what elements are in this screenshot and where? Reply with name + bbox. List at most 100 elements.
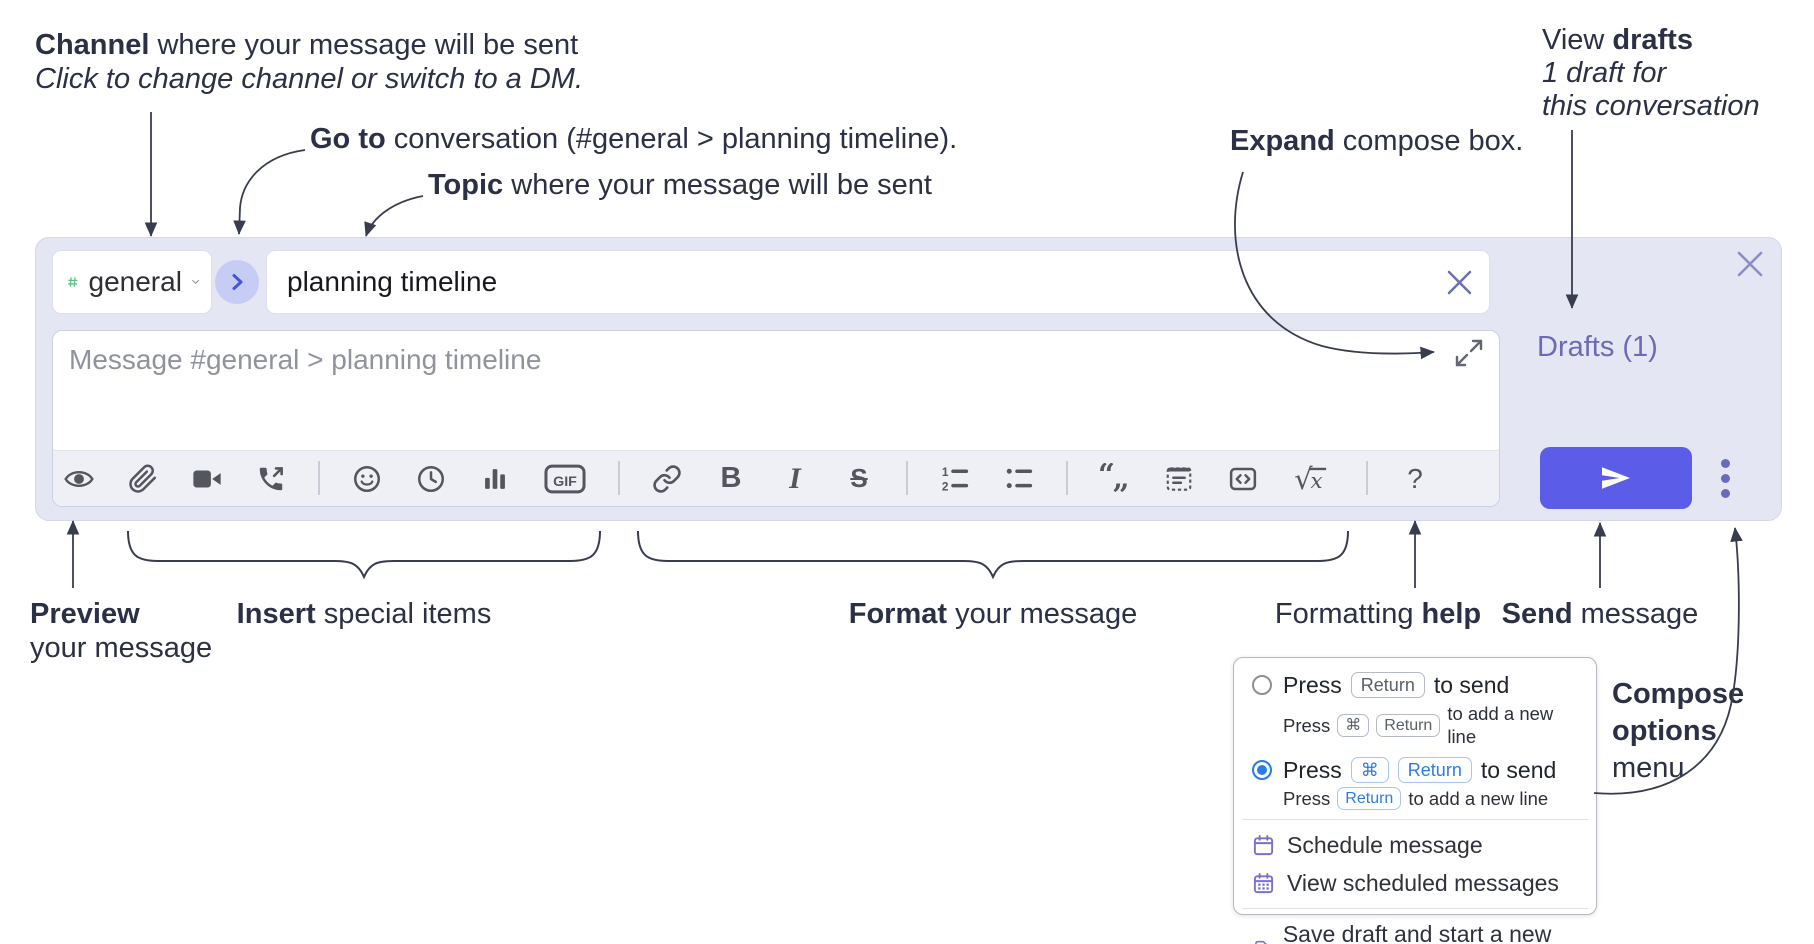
connector-goto-arrow [233,149,306,235]
dot [1720,474,1730,483]
option2-press: Press [1283,757,1342,783]
annotation-preview-line2: your message [30,632,213,664]
annotation-help-pre: Formatting [1274,598,1422,630]
spoiler-icon [1166,466,1192,491]
annotation-topic-rest: where your message will be sent [503,169,932,201]
option1-sub-press: Press [1283,714,1331,736]
annotation-expand: Expand compose box. [1230,124,1523,158]
annotation-send-bold: Send [1501,598,1573,630]
close-compose-button[interactable] [1732,246,1768,282]
quote-button[interactable]: “ „ [1098,451,1132,506]
spoiler-button[interactable] [1162,451,1196,506]
code-button[interactable] [1226,451,1260,506]
italic-icon: I [789,461,801,495]
italic-button[interactable]: I [778,451,812,506]
expand-compose-button[interactable] [1452,336,1486,370]
radio-selected-icon[interactable] [1252,760,1272,780]
chevron-down-icon [192,279,199,284]
paperclip-icon [129,464,157,493]
annotation-expand-rest: compose box. [1334,125,1524,157]
numbered-list-icon: 1 2 [942,464,969,493]
annotation-drafts: View drafts 1 draft for this conversatio… [1542,24,1760,123]
annotation-compose-options-l2: options [1612,715,1717,747]
menu-divider [1242,908,1588,909]
menu-item-view-scheduled-messages[interactable]: View scheduled messages [1244,864,1586,902]
annotation-compose-options-l1: Compose [1612,678,1745,710]
svg-text:2: 2 [942,479,949,493]
preview-message-button[interactable] [62,451,96,506]
annotation-goto: Go to conversation (#general > planning … [310,122,957,156]
annotation-channel-subtext: Click to change channel or switch to a D… [35,63,584,95]
option2-add-line: to add a new line [1408,788,1549,809]
annotation-topic: Topic where your message will be sent [428,168,932,202]
close-icon [1447,270,1471,294]
hash-channel-icon [68,277,78,287]
menu-item-label: Schedule message [1287,832,1483,858]
video-call-button[interactable] [190,451,224,506]
toolbar-divider [1366,461,1368,495]
phone-call-icon [259,466,283,490]
video-camera-icon [193,470,221,487]
bold-button[interactable]: B [714,451,748,506]
option-press-cmd-return-to-send[interactable]: Press ⌘ Return to send Press Return to a… [1244,751,1586,813]
emoji-button[interactable] [350,451,384,506]
radio-unselected-icon[interactable] [1252,675,1272,695]
menu-item-schedule-message[interactable]: Schedule message [1244,826,1586,864]
chevron-right-icon [232,274,243,290]
time-mention-button[interactable] [414,451,448,506]
annotation-preview-bold: Preview [30,598,140,630]
go-to-conversation-button[interactable] [215,260,259,304]
annotation-help-bold: help [1421,598,1482,630]
poll-button[interactable] [478,451,512,506]
smiley-icon [354,465,380,492]
toolbar-divider [318,461,320,495]
close-icon [1737,251,1763,277]
annotation-compose-options-l3: menu [1612,752,1685,784]
strikethrough-button[interactable]: S [842,451,876,506]
message-input[interactable] [53,331,1499,449]
voice-call-button[interactable] [254,451,288,506]
code-icon [1229,467,1257,490]
message-formatting-help-button[interactable]: ? [1398,451,1432,506]
option1-to-send: to send [1433,672,1510,698]
dot [1720,459,1730,468]
brace-format-group [637,530,1349,580]
annotation-formatting-help: Formatting help [1275,597,1481,631]
channel-selector[interactable]: general [52,250,212,314]
save-draft-icon [1255,940,1268,944]
annotation-goto-rest: conversation (#general > planning timeli… [385,123,958,155]
topic-input[interactable] [267,266,1429,298]
dot [1720,489,1730,498]
option-press-return-to-send[interactable]: Press Return to send Press ⌘ Return to a… [1244,666,1586,751]
attach-file-button[interactable] [126,451,160,506]
clear-topic-button[interactable] [1429,252,1489,312]
send-button[interactable] [1540,447,1692,509]
cmd-key: ⌘ [1350,757,1389,783]
link-button[interactable] [650,451,684,506]
svg-text:„: „ [1113,463,1130,495]
return-key: Return [1376,713,1441,737]
brace-insert-group [127,530,601,580]
calendar-scheduled-icon [1253,872,1274,893]
drafts-link[interactable]: Drafts (1) [1537,331,1658,363]
gif-icon: GIF [544,464,586,493]
clock-icon [418,465,444,492]
compose-options-menu: Press Return to send Press ⌘ Return to a… [1233,657,1597,944]
menu-item-label: View scheduled messages [1287,870,1559,896]
math-button[interactable]: √ x [1290,451,1336,506]
question-mark-icon: ? [1407,462,1423,494]
topic-input-box [266,250,1490,314]
annotation-compose-options: Compose options menu [1612,676,1744,787]
expand-icon [1455,339,1483,367]
annotation-drafts-line3: this conversation [1542,90,1760,122]
quote-icon: “ „ [1098,463,1130,495]
gif-button[interactable]: GIF [542,451,588,506]
eye-icon [64,470,94,487]
annotation-format-rest: your message [947,598,1138,630]
bulleted-list-button[interactable] [1002,451,1036,506]
menu-item-save-draft-new-message[interactable]: Save draft and start a new message [1244,915,1586,944]
numbered-list-button[interactable]: 1 2 [938,451,972,506]
bar-chart-icon [485,468,505,489]
compose-options-button[interactable] [1710,451,1740,506]
